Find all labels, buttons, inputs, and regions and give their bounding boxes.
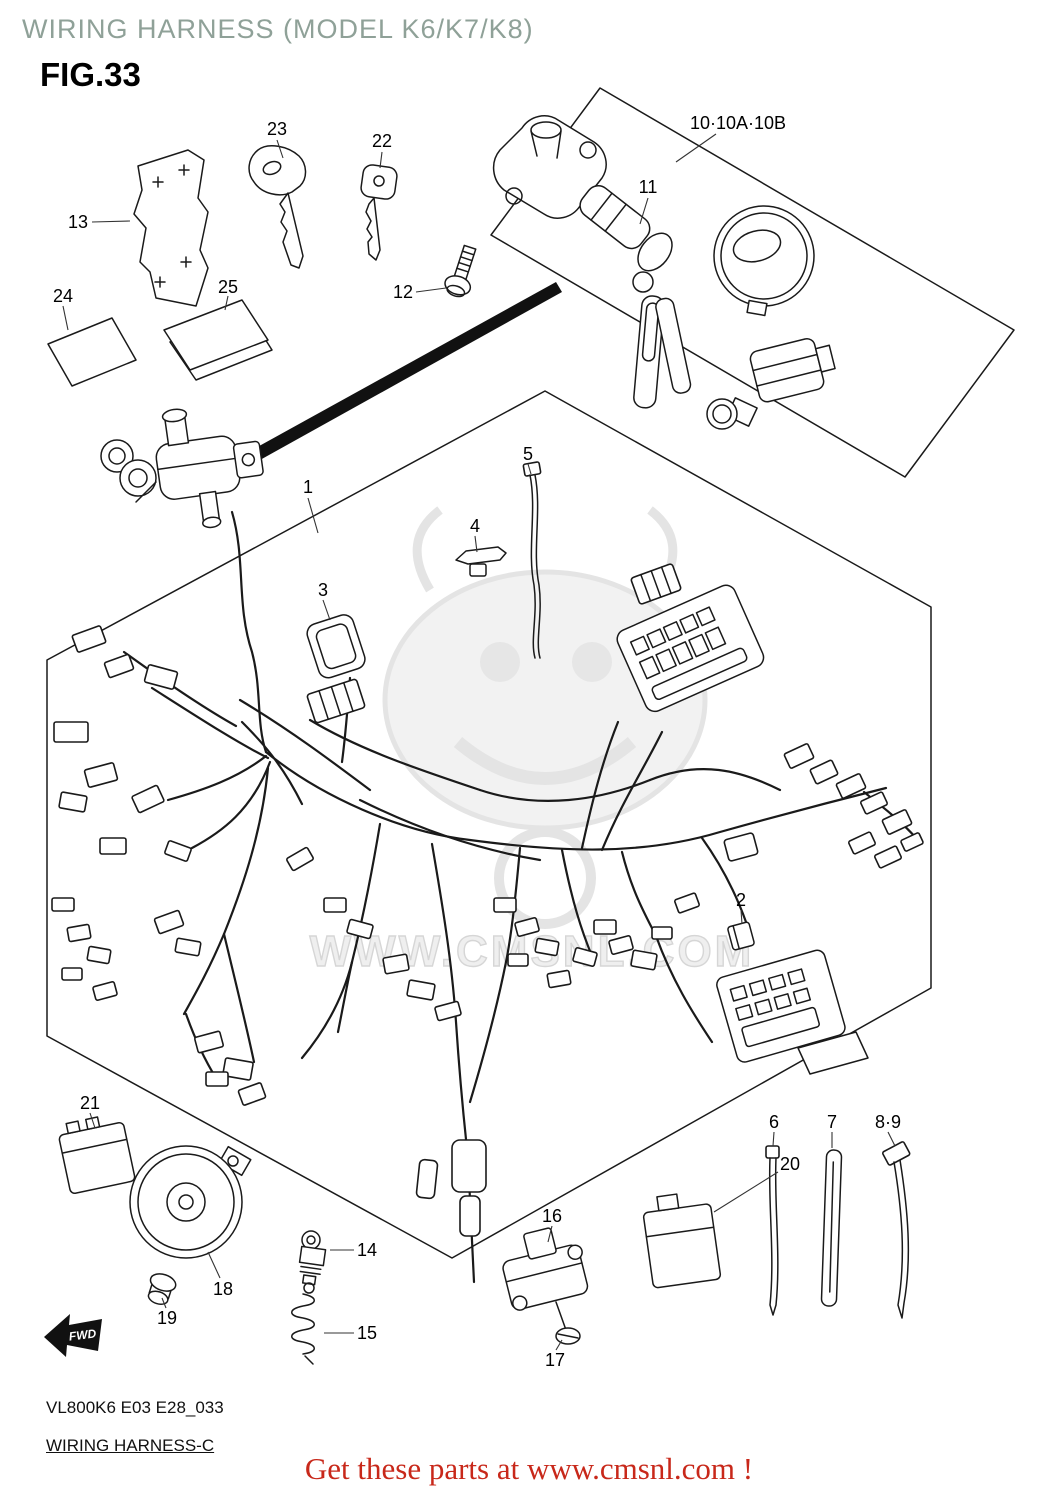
pad-24-drawing xyxy=(47,317,137,387)
part-label-5: 5 xyxy=(523,444,533,464)
part-label-15: 15 xyxy=(357,1323,377,1343)
ignition-cover-drawing xyxy=(713,205,815,317)
key-22-drawing xyxy=(360,164,398,261)
part-label-18: 18 xyxy=(213,1279,233,1299)
callout-wedge xyxy=(252,282,562,460)
part-label-16: 16 xyxy=(542,1206,562,1226)
part-label-2: 2 xyxy=(736,890,746,910)
connector-3-drawing xyxy=(306,614,366,679)
part-label-17: 17 xyxy=(545,1350,565,1370)
switch-14-drawing xyxy=(298,1230,327,1286)
ecu-connector-drawing xyxy=(616,584,765,713)
relay-21-drawing xyxy=(58,1116,136,1195)
main-harness-box xyxy=(46,390,932,1259)
part-label-4: 4 xyxy=(470,516,480,536)
part-label-13: 13 xyxy=(68,212,88,232)
bolt-19-drawing xyxy=(147,1273,177,1305)
harness-wires xyxy=(122,510,918,1284)
figure-number: FIG.33 xyxy=(40,56,141,93)
part-label-3: 3 xyxy=(318,580,328,600)
bolt-12-drawing xyxy=(444,244,477,298)
fwd-arrow: FWD xyxy=(44,1314,102,1357)
footer-harness-link[interactable]: WIRING HARNESS-C xyxy=(46,1436,215,1455)
part-label-7: 7 xyxy=(827,1112,837,1132)
part-label-14: 14 xyxy=(357,1240,377,1260)
part-label-8-9: 8·9 xyxy=(875,1112,901,1132)
lock-cylinder-drawing xyxy=(706,397,758,430)
fuel-valve-drawing xyxy=(100,408,264,529)
pad-25-drawing xyxy=(163,299,273,381)
immobilizer-box-drawing xyxy=(749,337,836,403)
fuse-box-drawing xyxy=(716,921,869,1075)
watermark-text: WWW.CMSNL.COM xyxy=(310,927,755,976)
cable-tie-8-9-drawing xyxy=(882,1141,911,1319)
cable-tie-5-drawing xyxy=(522,461,542,659)
relay-20-drawing xyxy=(642,1193,722,1289)
watermark-logo: WWW.CMSNL.COM xyxy=(309,506,755,977)
ignition-switch-box xyxy=(490,87,1015,478)
bolt-17-drawing xyxy=(555,1301,581,1345)
harness-connectors xyxy=(51,563,924,1237)
promo-banner-link[interactable]: Get these parts at www.cmsnl.com ! xyxy=(304,1451,754,1486)
band-7-drawing xyxy=(820,1149,843,1307)
part-label-12: 12 xyxy=(393,282,413,302)
part-label-10: 10·10A·10B xyxy=(690,113,786,133)
part-label-25: 25 xyxy=(218,277,238,297)
key-23-drawing xyxy=(248,144,307,269)
part-label-19: 19 xyxy=(157,1308,177,1328)
part-label-24: 24 xyxy=(53,286,73,306)
part-label-6: 6 xyxy=(769,1112,779,1132)
fwd-arrow-label: FWD xyxy=(68,1326,97,1343)
part-label-20: 20 xyxy=(780,1154,800,1174)
page-title: WIRING HARNESS (MODEL K6/K7/K8) xyxy=(22,14,534,44)
part-label-22: 22 xyxy=(372,131,392,151)
footer-model-code: VL800K6 E03 E28_033 xyxy=(46,1398,224,1417)
part-label-21: 21 xyxy=(80,1093,100,1113)
part-label-23: 23 xyxy=(267,119,287,139)
clamp-4-drawing xyxy=(455,546,507,577)
ignition-switch-drawing xyxy=(492,115,692,409)
spring-15-drawing xyxy=(291,1282,315,1365)
part-label-11: 11 xyxy=(639,177,658,197)
switch-16-drawing xyxy=(502,1227,589,1311)
part-labels: 23 22 13 24 25 12 10·10A·10B 11 1 5 4 3 … xyxy=(53,113,901,1370)
horn-18-drawing xyxy=(129,1145,252,1259)
bracket-13-drawing xyxy=(133,149,209,307)
part-label-1: 1 xyxy=(303,477,313,497)
cable-tie-6-drawing xyxy=(765,1145,780,1316)
